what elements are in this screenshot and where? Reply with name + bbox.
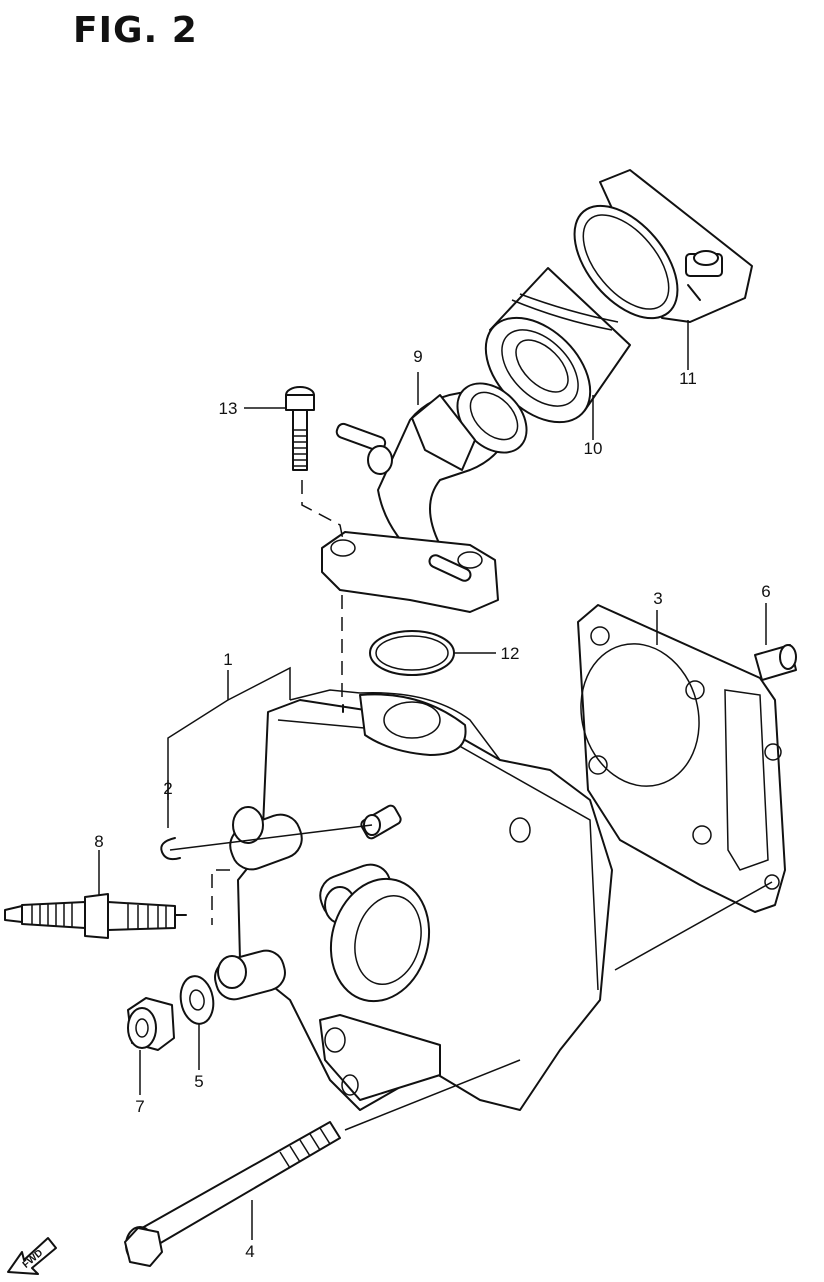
part-1-cylinder-head[interactable] (211, 689, 613, 1111)
callout-6: 6 (761, 582, 770, 601)
part-13-bolt[interactable] (285, 386, 315, 471)
callout-11: 11 (679, 369, 697, 388)
callout-12: 12 (501, 644, 520, 663)
part-12-o-ring[interactable] (369, 630, 455, 676)
callout-2: 2 (163, 779, 172, 798)
part-7-nut[interactable] (127, 997, 175, 1051)
callout-3: 3 (653, 589, 662, 608)
part-11-clamp[interactable] (554, 169, 753, 337)
callout-9: 9 (413, 347, 422, 366)
part-3-gasket[interactable] (565, 604, 786, 913)
callout-7: 7 (135, 1097, 144, 1116)
callout-8: 8 (94, 832, 103, 851)
figure-title: FIG. 2 (73, 10, 198, 51)
callout-10: 10 (584, 439, 603, 458)
part-2-clip[interactable] (160, 837, 181, 861)
callout-1: 1 (223, 650, 232, 669)
part-10-connector[interactable] (466, 267, 631, 442)
part-5-washer[interactable] (177, 974, 217, 1027)
leader-lines (98, 320, 773, 1240)
callout-4: 4 (245, 1242, 254, 1261)
part-6-dowel-pin[interactable] (754, 644, 797, 681)
part-4-stud[interactable] (124, 1121, 341, 1267)
part-9-intake-pipe[interactable] (321, 370, 540, 613)
callout-5: 5 (194, 1072, 203, 1091)
callout-13: 13 (219, 399, 238, 418)
fwd-arrow-icon: FWD (7, 1237, 57, 1275)
part-8-spark-plug[interactable] (4, 893, 187, 939)
